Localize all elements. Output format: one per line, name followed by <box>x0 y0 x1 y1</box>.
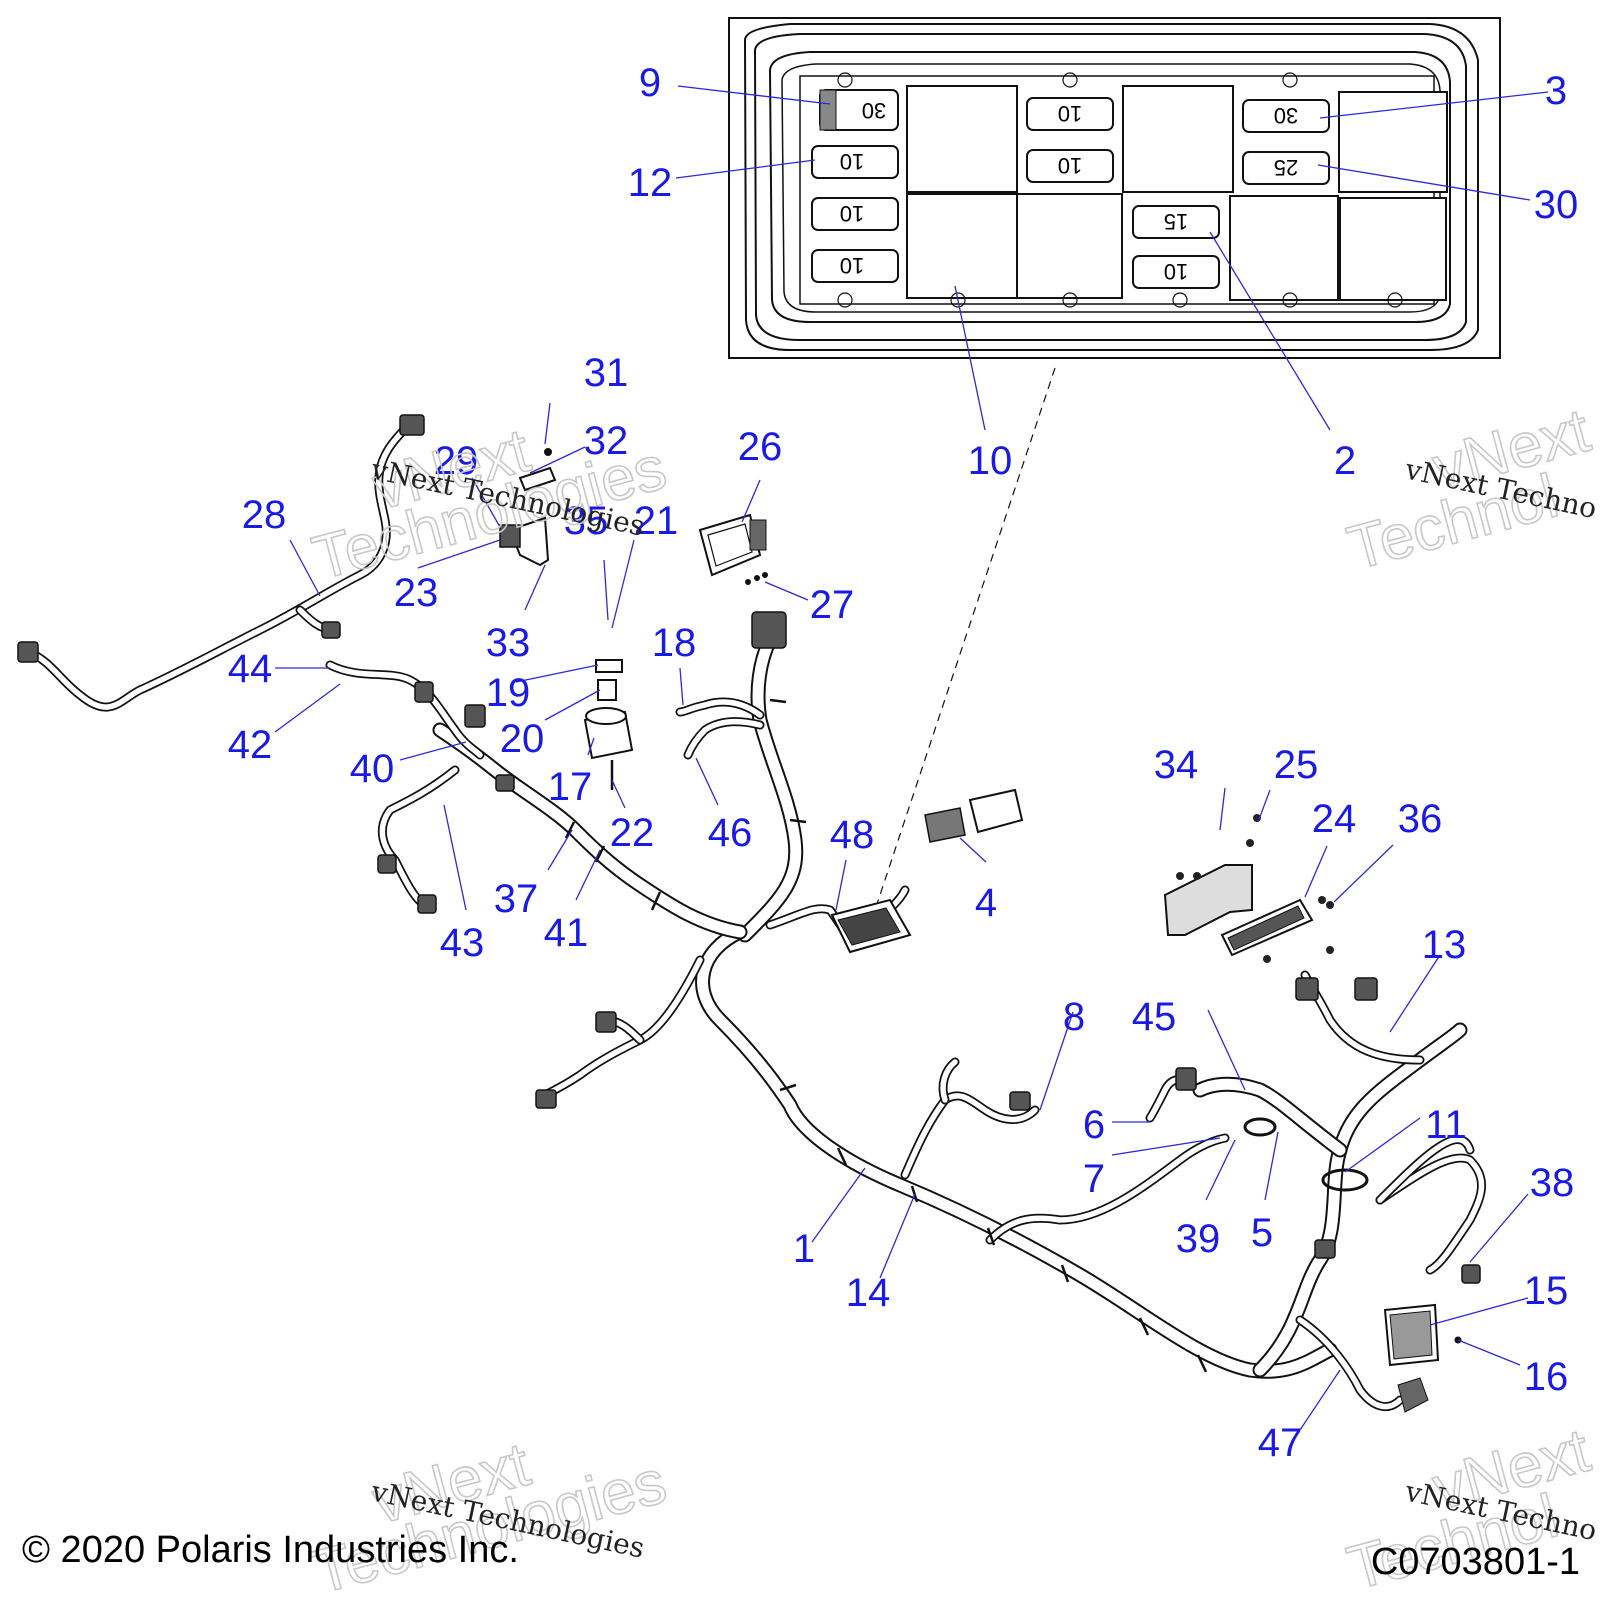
inset-dashed-pointer <box>874 367 1056 911</box>
drawing-code: C0703801-1 <box>1371 1541 1580 1583</box>
connector-item47 <box>1397 1377 1429 1413</box>
sensor-item17 <box>583 659 634 790</box>
callout-47: 47 <box>1258 1421 1303 1465</box>
callout-35: 35 <box>564 499 609 543</box>
svg-text:10: 10 <box>840 253 864 278</box>
svg-text:10: 10 <box>1058 153 1082 178</box>
callout-28: 28 <box>242 493 287 537</box>
callout-9: 9 <box>639 61 661 105</box>
callout-3: 3 <box>1545 69 1567 113</box>
svg-text:10: 10 <box>840 201 864 226</box>
callout-12: 12 <box>628 161 673 205</box>
fuse-10a-mid-1: 10 <box>1026 97 1114 131</box>
svg-text:10: 10 <box>1058 101 1082 126</box>
callout-15: 15 <box>1524 1269 1569 1313</box>
svg-text:30: 30 <box>862 98 886 123</box>
callout-42: 42 <box>228 723 273 767</box>
callout-17: 17 <box>548 765 593 809</box>
callout-25: 25 <box>1274 743 1319 787</box>
callout-48: 48 <box>830 813 875 857</box>
callout-14: 14 <box>846 1271 891 1315</box>
fuse-10a-left-3: 10 <box>811 197 899 231</box>
callout-2: 2 <box>1334 439 1356 483</box>
bracket-item34 <box>1163 864 1253 936</box>
callout-26: 26 <box>738 425 783 469</box>
fuse-cover-item4 <box>924 788 1024 843</box>
fuse-10a-left-4: 10 <box>811 249 899 283</box>
callout-32: 32 <box>584 419 629 463</box>
callout-45: 45 <box>1132 995 1177 1039</box>
callout-16: 16 <box>1524 1355 1569 1399</box>
callout-10: 10 <box>968 439 1013 483</box>
callout-44: 44 <box>228 647 273 691</box>
fuse-box-inset: 30 10 10 10 10 10 30 25 <box>728 17 1501 359</box>
callout-27: 27 <box>810 583 855 627</box>
callout-43: 43 <box>440 921 485 965</box>
fuse-30a-item9: 30 <box>819 89 899 131</box>
callout-7: 7 <box>1083 1157 1105 1201</box>
callout-19: 19 <box>486 671 531 715</box>
callout-22: 22 <box>610 811 655 855</box>
leader-lines <box>274 85 1549 1431</box>
callout-29: 29 <box>434 439 479 483</box>
grommet-item11 <box>1321 1168 1369 1192</box>
callout-5: 5 <box>1251 1211 1273 1255</box>
callout-31: 31 <box>584 351 629 395</box>
ecu-module-item26 <box>698 513 768 585</box>
callout-23: 23 <box>394 571 439 615</box>
callout-36: 36 <box>1398 797 1443 841</box>
fuse-15a-item2: 15 <box>1132 205 1220 239</box>
bracket-item33 <box>499 448 557 567</box>
svg-text:10: 10 <box>840 149 864 174</box>
callout-37: 37 <box>494 877 539 921</box>
callout-24: 24 <box>1312 797 1357 841</box>
relay-block-item24 <box>1220 898 1314 957</box>
watermarks: vNext Technologies vNext Technologies vN… <box>305 395 1600 1600</box>
callout-20: 20 <box>500 717 545 761</box>
callout-11: 11 <box>1425 1103 1467 1147</box>
svg-text:25: 25 <box>1274 155 1298 180</box>
copyright-text: © 2020 Polaris Industries Inc. <box>22 1529 519 1571</box>
fuse-box-item48 <box>830 898 912 954</box>
callout-6: 6 <box>1083 1103 1105 1147</box>
callout-21: 21 <box>634 499 679 543</box>
fuse-25a-item30: 25 <box>1242 151 1330 185</box>
callout-8: 8 <box>1063 995 1085 1039</box>
fuse-10a-item12: 10 <box>811 145 899 179</box>
svg-text:10: 10 <box>1164 259 1188 284</box>
callout-33: 33 <box>486 621 531 665</box>
callout-13: 13 <box>1422 923 1467 967</box>
svg-text:15: 15 <box>1164 209 1188 234</box>
main-wiring-harness <box>17 414 1487 1411</box>
callout-18: 18 <box>652 621 697 665</box>
callout-46: 46 <box>708 811 753 855</box>
fuse-10a-mid-2: 10 <box>1026 149 1114 183</box>
callout-1: 1 <box>793 1227 815 1271</box>
callout-39: 39 <box>1176 1217 1221 1261</box>
callout-4: 4 <box>975 881 997 925</box>
fuse-10a-lower: 10 <box>1132 255 1220 289</box>
callout-40: 40 <box>350 747 395 791</box>
callout-numbers: 9 12 3 30 10 2 31 32 29 35 21 26 28 23 3… <box>228 61 1579 1465</box>
callout-41: 41 <box>544 911 589 955</box>
callout-38: 38 <box>1530 1161 1575 1205</box>
svg-text:30: 30 <box>1274 103 1298 128</box>
callout-34: 34 <box>1154 743 1199 787</box>
fuse-30a-item3: 30 <box>1242 99 1330 133</box>
callout-30: 30 <box>1534 183 1579 227</box>
module-item15 <box>1383 1303 1462 1367</box>
